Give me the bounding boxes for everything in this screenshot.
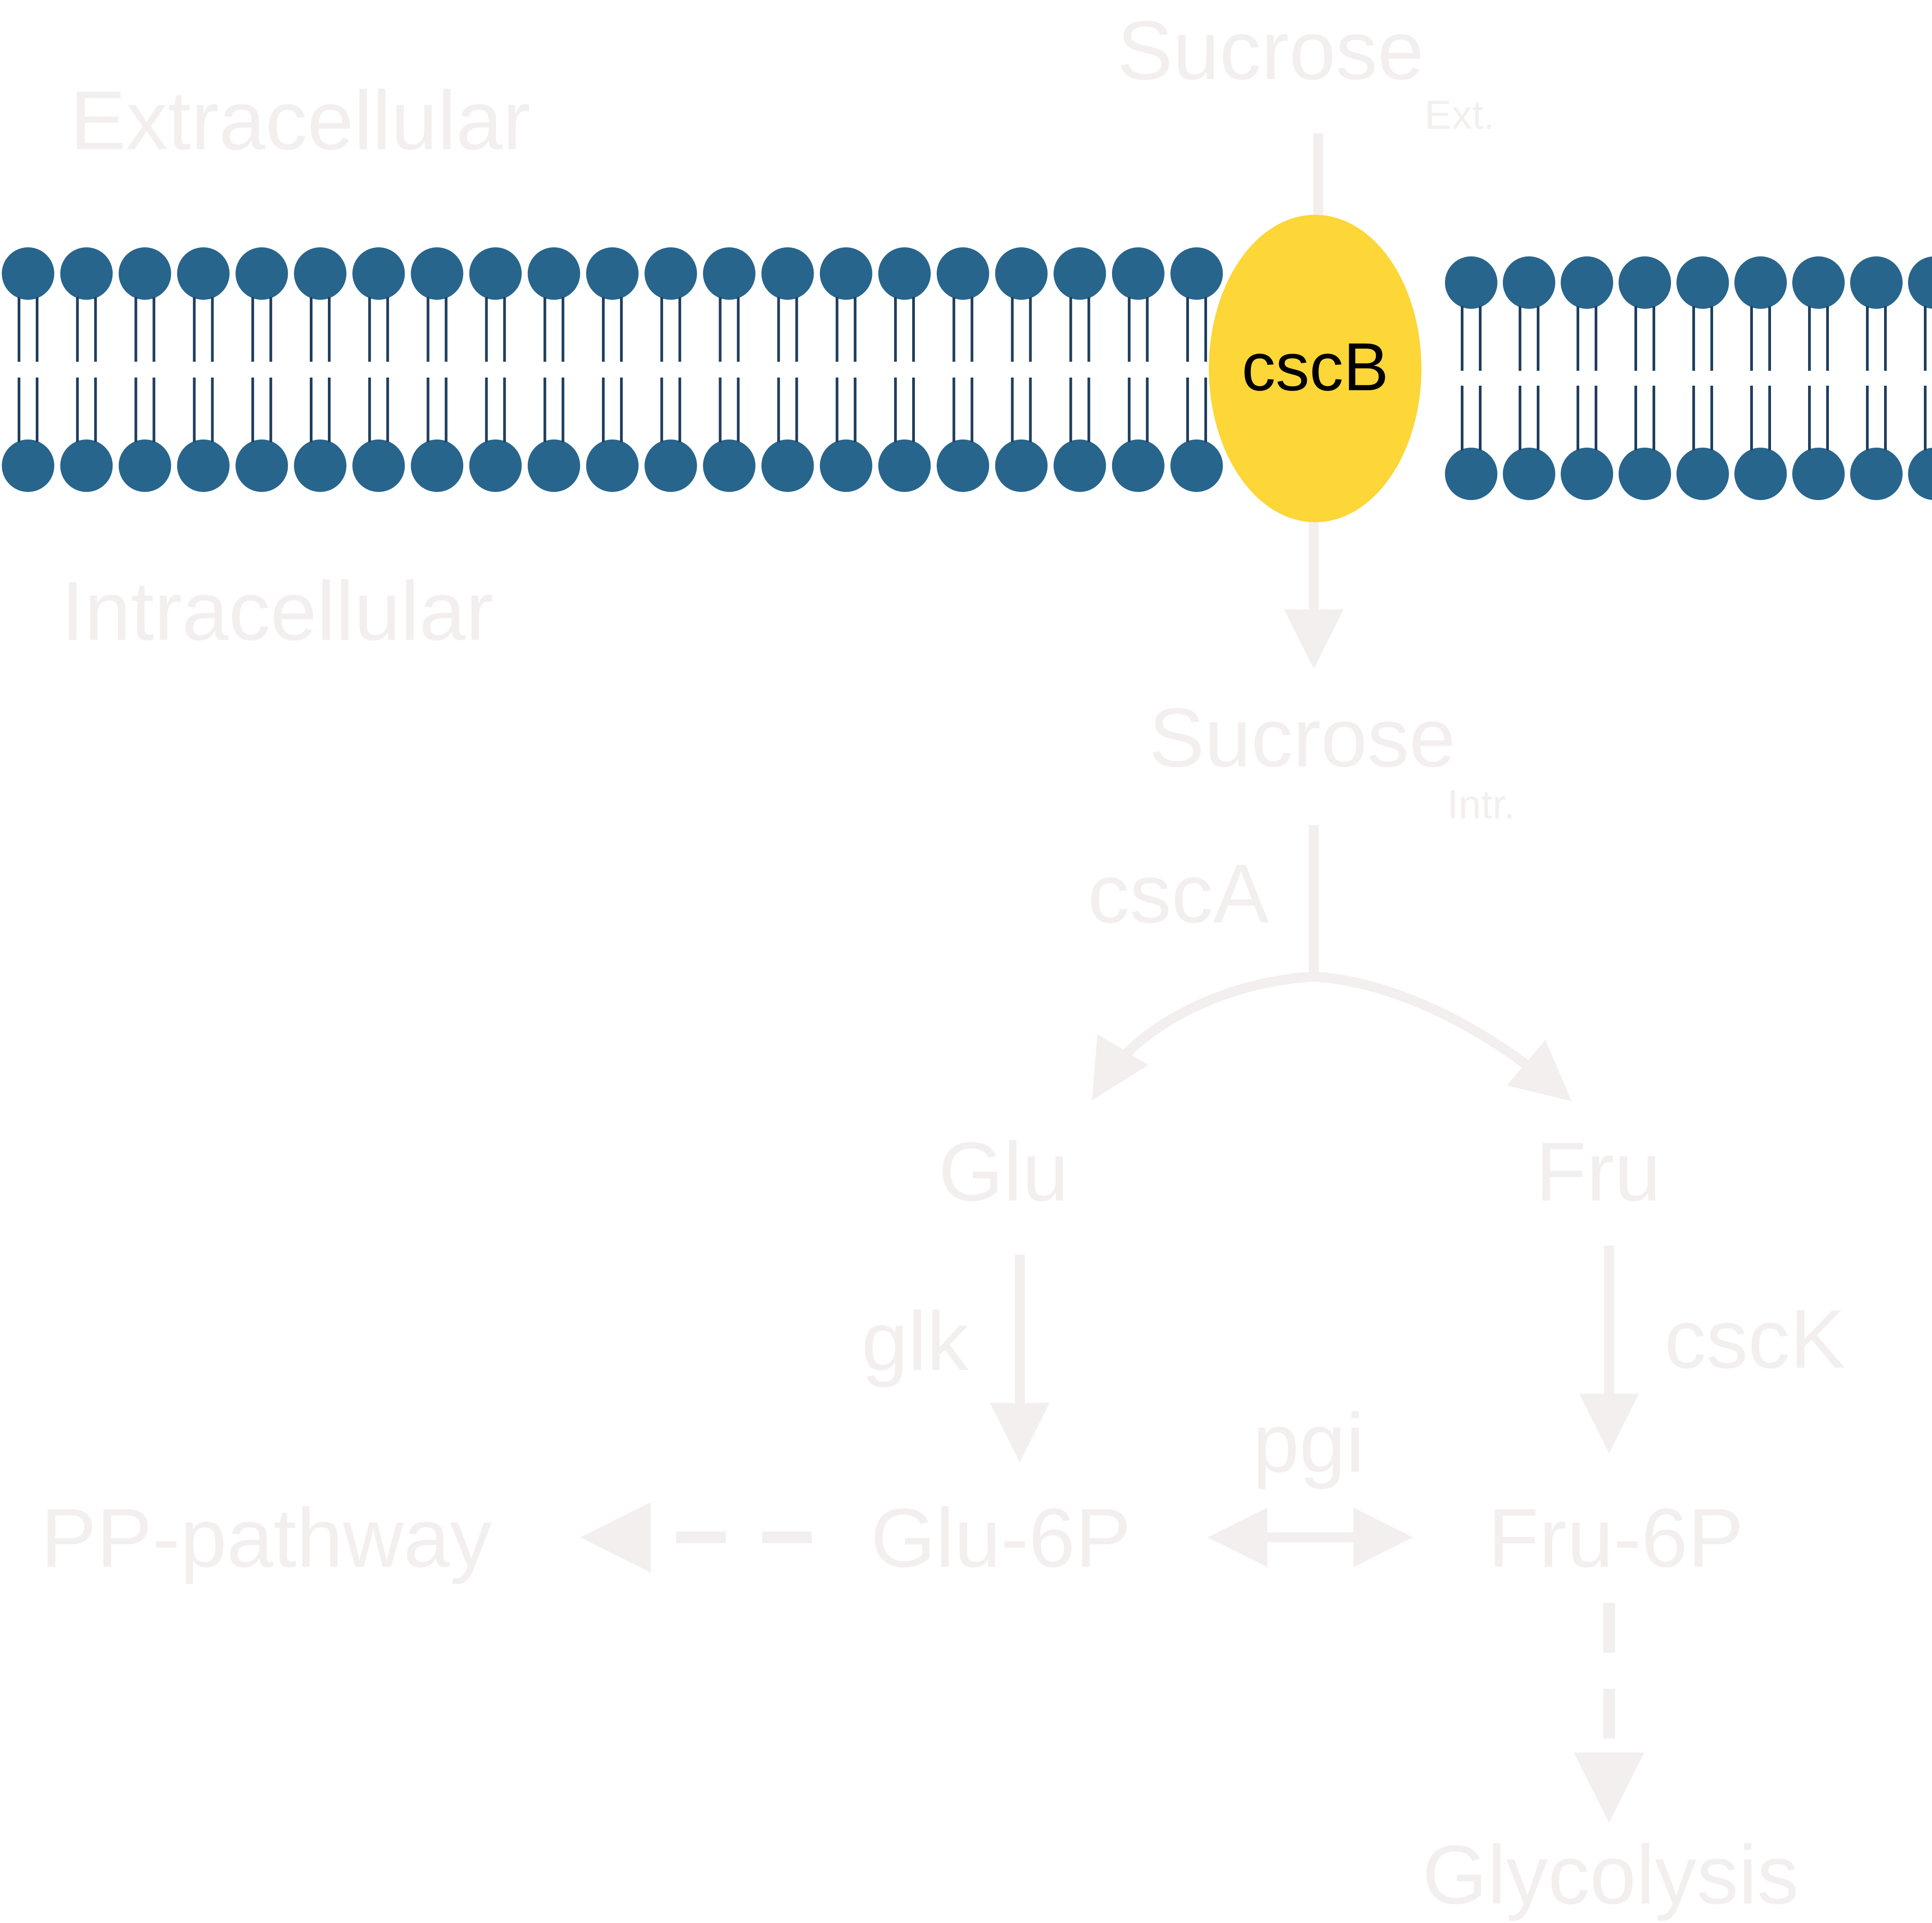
lipid-head-inner [819, 439, 872, 492]
lipid-head-inner [995, 439, 1048, 492]
lipid-head-outer [1053, 247, 1106, 300]
lipid-head-outer [1734, 256, 1787, 309]
lipid-head-outer [2, 247, 54, 300]
glu6p-label: Glu-6P [871, 1492, 1131, 1585]
lipid-head-outer [352, 247, 405, 300]
lipid-head-outer [1619, 256, 1671, 309]
lipid-head-inner [294, 439, 346, 492]
pgi-label: pgi [1253, 1397, 1364, 1490]
lipid-head-outer [703, 247, 756, 300]
lipid-head-inner [469, 439, 522, 492]
pp-pathway-label: PP-pathway [41, 1492, 492, 1585]
lipid-bilayer [2, 247, 1932, 500]
lipid-head-outer [527, 247, 580, 300]
lipid-head-inner [527, 439, 580, 492]
lipid-head-outer [1503, 256, 1555, 309]
lipid-head-outer [235, 247, 288, 300]
lipid-head-outer [1445, 256, 1497, 309]
lipid-head-inner [1676, 448, 1729, 500]
lipid-head-outer [1676, 256, 1729, 309]
fru6p-label: Fru-6P [1488, 1492, 1743, 1585]
lipid-head-outer [294, 247, 346, 300]
lipid-head-inner [1503, 448, 1555, 500]
lipid-head-inner [235, 439, 288, 492]
lipid-head-outer [1792, 256, 1845, 309]
lipid-head-inner [2, 439, 54, 492]
intracellular-label: Intracellular [61, 565, 493, 658]
extracellular-label: Extracellular [70, 74, 530, 167]
lipid-head-outer [586, 247, 639, 300]
lipid-head-outer [118, 247, 171, 300]
lipid-head-inner [1850, 448, 1903, 500]
lipid-head-inner [1053, 439, 1106, 492]
lipid-head-outer [819, 247, 872, 300]
lipid-head-outer [878, 247, 931, 300]
lipid-head-inner [586, 439, 639, 492]
lipid-head-inner [1112, 439, 1165, 492]
lipid-head-outer [1850, 256, 1903, 309]
arrow-to-glu [1092, 972, 1314, 1101]
lipid-head-inner [1734, 448, 1787, 500]
lipid-head-inner [761, 439, 814, 492]
arrow-to-fru [1313, 972, 1572, 1101]
lipid-head-outer [995, 247, 1048, 300]
lipid-head-inner [411, 439, 464, 492]
lipid-head-inner [644, 439, 697, 492]
lipid-head-inner [1170, 439, 1223, 492]
lipid-head-inner [352, 439, 405, 492]
glycolysis-label: Glycolysis [1422, 1829, 1799, 1922]
lipid-head-inner [1908, 448, 1932, 500]
lipid-head-inner [1792, 448, 1845, 500]
cscb-label: cscB [1241, 329, 1388, 405]
lipid-head-outer [60, 247, 113, 300]
lipid-head-inner [60, 439, 113, 492]
lipid-head-outer [644, 247, 697, 300]
lipid-head-outer [469, 247, 522, 300]
lipid-head-outer [1170, 247, 1223, 300]
csck-label: cscK [1664, 1293, 1846, 1386]
lipid-head-inner [1619, 448, 1671, 500]
lipid-head-outer [1112, 247, 1165, 300]
lipid-head-inner [177, 439, 230, 492]
lipid-head-inner [1561, 448, 1613, 500]
sucrose-intr-label: Sucrose [1149, 691, 1456, 784]
lipid-head-outer [177, 247, 230, 300]
lipid-head-inner [878, 439, 931, 492]
glk-label: glk [862, 1295, 969, 1388]
lipid-head-outer [937, 247, 990, 300]
cscb-transporter [1209, 215, 1421, 522]
lipid-head-outer [1908, 256, 1932, 309]
lipid-head-inner [937, 439, 990, 492]
lipid-head-outer [411, 247, 464, 300]
lipid-head-inner [1445, 448, 1497, 500]
fru-label: Fru [1535, 1125, 1661, 1219]
sucrose-ext-subscript: Ext. [1425, 93, 1495, 138]
cscA-label: cscA [1088, 847, 1269, 940]
sucrose-intr-subscript: Intr. [1447, 782, 1515, 827]
lipid-head-outer [1561, 256, 1613, 309]
lipid-head-inner [118, 439, 171, 492]
sucrose-ext-label: Sucrose [1117, 4, 1424, 97]
glu-label: Glu [938, 1125, 1069, 1219]
lipid-head-outer [761, 247, 814, 300]
lipid-head-inner [703, 439, 756, 492]
